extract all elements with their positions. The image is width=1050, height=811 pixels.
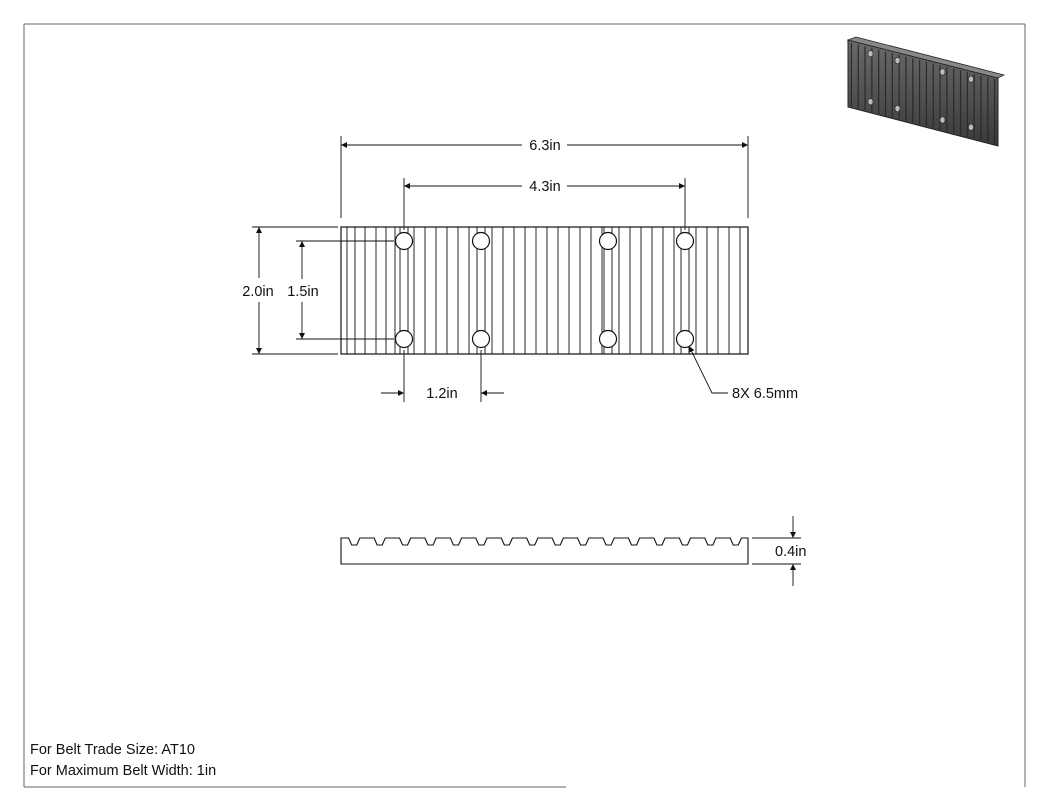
note-belt-trade-size: For Belt Trade Size: AT10 <box>30 742 195 758</box>
iso-hole <box>939 116 946 124</box>
iso-hole <box>939 68 946 76</box>
iso-hole <box>968 75 974 83</box>
label-overall-width: 2.0in <box>242 284 273 300</box>
mounting-hole <box>675 329 695 349</box>
dim-overall-width <box>252 226 338 355</box>
top-view <box>340 226 749 355</box>
iso-hole <box>867 50 874 58</box>
dim-overall-length <box>340 136 749 218</box>
mounting-hole <box>598 231 618 251</box>
iso-hole <box>867 98 874 106</box>
iso-hole <box>894 105 901 113</box>
label-hole-callout: 8X 6.5mm <box>732 386 798 402</box>
dim-hole-spacing-outer <box>403 178 686 230</box>
hole-callout-leader <box>688 345 728 394</box>
iso-hole <box>894 57 901 65</box>
mounting-hole <box>471 231 491 251</box>
note-max-belt-width: For Maximum Belt Width: 1in <box>30 763 216 779</box>
label-hole-spacing-outer: 4.3in <box>529 179 560 195</box>
dim-hole-spacing-vertical <box>296 240 394 340</box>
label-thickness: 0.4in <box>775 544 806 560</box>
dim-hole-pitch <box>381 350 504 402</box>
isometric-view <box>846 36 1006 147</box>
sheet-border <box>23 23 1026 788</box>
side-view <box>340 537 749 565</box>
mounting-hole <box>394 231 414 251</box>
mounting-hole <box>471 329 491 349</box>
dim-thickness <box>752 516 801 586</box>
iso-hole <box>968 123 974 131</box>
label-overall-length: 6.3in <box>529 138 560 154</box>
label-hole-spacing-vertical: 1.5in <box>287 284 318 300</box>
mounting-hole <box>675 231 695 251</box>
label-hole-pitch: 1.2in <box>426 386 457 402</box>
mounting-hole <box>394 329 414 349</box>
mounting-hole <box>598 329 618 349</box>
